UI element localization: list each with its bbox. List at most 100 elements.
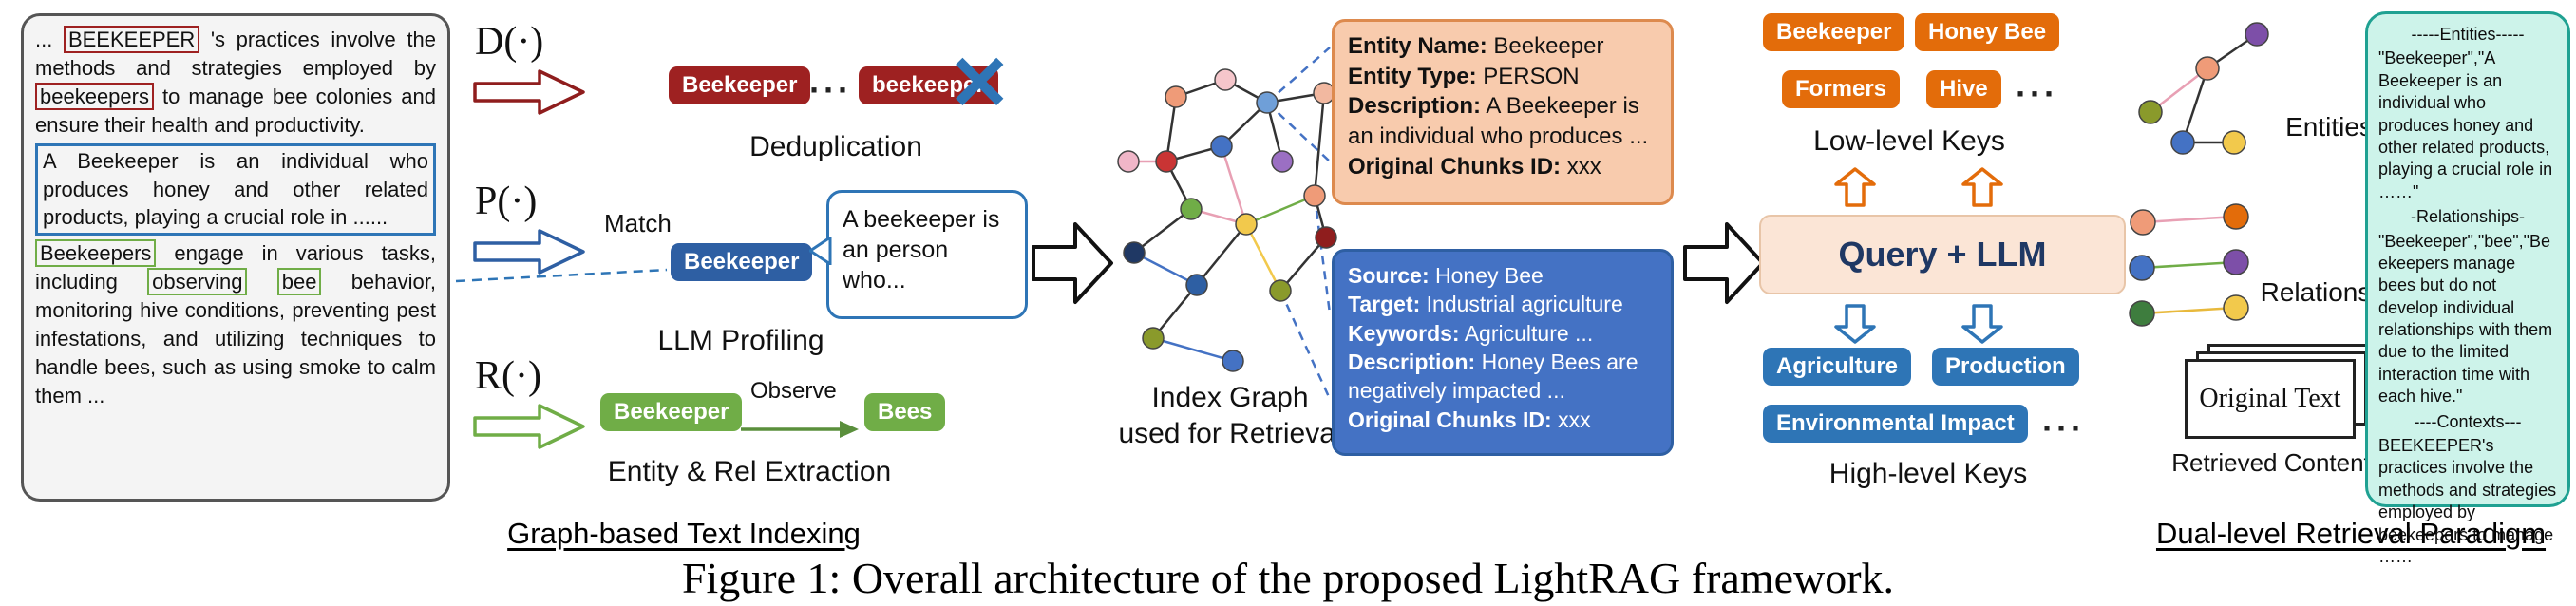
original-text-label: Original Text xyxy=(2199,384,2341,413)
entity-description-label: Description: xyxy=(1348,93,1482,120)
retrieved-content-label: Retrieved Content xyxy=(2171,448,2371,477)
low-key-up-arrow-icon-1 xyxy=(1834,167,1876,207)
index-graph xyxy=(1117,68,1337,372)
graph-node xyxy=(1214,68,1237,91)
match-label: Match xyxy=(604,209,672,237)
entity-card: Entity Name: Beekeeper Entity Type: PERS… xyxy=(1332,19,1674,205)
profile-bubble-text: A beekeeper is an person who... xyxy=(843,206,1000,294)
graph-node xyxy=(1271,150,1294,173)
graph-node xyxy=(1235,213,1258,236)
graph-node xyxy=(1303,184,1326,207)
entity-highlight-beekeeper: BEEKEEPER xyxy=(63,26,200,53)
entity-card-row: Entity Type: PERSON xyxy=(1348,62,1657,92)
relation-highlight-observing: observing xyxy=(147,268,248,296)
source-text-segment: to manage bee colonies and ensure their … xyxy=(35,84,436,137)
relation-source-value: Honey Bee xyxy=(1435,263,1544,288)
entity-node xyxy=(2245,22,2269,47)
entities-header: -----Entities----- xyxy=(2411,25,2525,44)
deduplication-label: Deduplication xyxy=(749,131,922,162)
entity-node xyxy=(2170,130,2195,155)
entity-description-value: A Beekeeper is an individual who produce… xyxy=(1348,93,1649,150)
relations-edges xyxy=(2141,215,2237,315)
flow-arrow-1-icon xyxy=(1032,222,1113,304)
entities-nodes xyxy=(2138,22,2269,155)
entity-node xyxy=(2138,100,2163,124)
graph-based-text-indexing-label: Graph-based Text Indexing xyxy=(507,517,861,550)
relation-description-label: Description: xyxy=(1348,350,1476,375)
speech-bubble-tail-icon xyxy=(809,237,832,265)
source-text-segment: 's practices involve the methods and str… xyxy=(35,28,436,80)
extraction-operator-label: R(·) xyxy=(475,354,541,398)
source-text-segment xyxy=(247,270,276,294)
source-text-box: ... BEEKEEPER 's practices involve the m… xyxy=(21,13,450,502)
relations-mini-graph xyxy=(2129,203,2249,327)
entity-chunks-label: Original Chunks ID: xyxy=(1348,153,1562,180)
llm-profiling-label: LLM Profiling xyxy=(657,325,824,356)
source-paragraph-3: Beekeepers engage in various tasks, incl… xyxy=(35,239,436,409)
high-key-badge-environmental-impact: Environmental Impact xyxy=(1763,405,2028,443)
graph-node xyxy=(1222,350,1244,372)
index-graph-label-line1: Index Graph xyxy=(1151,382,1309,413)
high-key-badge-agriculture: Agriculture xyxy=(1763,348,1912,386)
graph-node xyxy=(1117,150,1140,173)
entity-rel-extraction-label: Entity & Rel Extraction xyxy=(607,456,892,487)
entity-card-row: Description: A Beekeeper is an individua… xyxy=(1348,91,1657,151)
original-text-stack: Original Text xyxy=(2185,344,2422,450)
relation-highlight-bee: bee xyxy=(276,268,322,296)
entity-name-label: Entity Name: xyxy=(1348,33,1487,59)
relation-node xyxy=(2223,249,2249,275)
entity-chunks-value: xxx xyxy=(1566,153,1601,180)
relation-keywords-value: Agriculture ... xyxy=(1464,320,1594,346)
high-key-down-arrow-icon-2 xyxy=(1961,304,2003,344)
contexts-output-text: BEEKEEPER's practices involve the method… xyxy=(2378,436,2557,566)
dedup-arrow-icon xyxy=(473,69,585,115)
profiled-entity-badge: Beekeeper xyxy=(671,243,813,281)
low-key-up-arrow-icon-2 xyxy=(1961,167,2003,207)
low-key-badge-formers: Formers xyxy=(1782,70,1901,108)
entities-label: Entities xyxy=(2285,112,2373,142)
profile-speech-bubble: A beekeeper is an person who... xyxy=(809,190,1028,319)
entity-highlight-beekeepers: beekeepers xyxy=(35,82,154,110)
graph-node xyxy=(1210,135,1233,158)
low-key-badge-hive: Hive xyxy=(1926,70,2001,108)
relation-node xyxy=(2223,294,2249,321)
index-graph-label-line2: used for Retrieval xyxy=(1118,418,1342,449)
extraction-arrow-icon xyxy=(473,404,585,449)
profiling-arrow-icon xyxy=(473,229,585,275)
relation-chunks-value: xxx xyxy=(1558,407,1591,432)
extracted-entity-badge-1: Beekeeper xyxy=(600,393,743,431)
dedup-duplicate-wrap: beekeeper ✕ xyxy=(859,46,1012,122)
relation-keywords-label: Keywords: xyxy=(1348,320,1460,346)
high-key-badge-production: Production xyxy=(1932,348,2079,386)
low-level-keys-label: Low-level Keys xyxy=(1813,125,2005,157)
relation-highlight-beekeepers: Beekeepers xyxy=(35,239,157,268)
relation-card-row: Keywords: Agriculture ... xyxy=(1348,319,1657,348)
ellipsis-text: ... xyxy=(35,28,64,51)
dedup-ellipsis: ··· xyxy=(809,70,852,109)
query-llm-text: Query + LLM xyxy=(1838,235,2047,274)
entity-node xyxy=(2222,130,2246,155)
relation-card-row: Description: Honey Bees are negatively i… xyxy=(1348,348,1657,406)
graph-edges xyxy=(1128,78,1328,363)
relationships-output-text: "Beekeeper","bee","Beekeepers manage bee… xyxy=(2378,231,2553,407)
source-text-segment: A Beekeeper is an individual who produce… xyxy=(43,148,428,230)
high-level-keys-label: High-level Keys xyxy=(1828,458,2028,489)
page-sheet-front: Original Text xyxy=(2185,359,2356,439)
entity-card-row: Original Chunks ID: xxx xyxy=(1348,152,1657,182)
match-dashed-line xyxy=(455,268,668,283)
graph-node xyxy=(1123,241,1146,264)
relation-node xyxy=(2130,209,2156,236)
entities-mini-graph xyxy=(2138,22,2269,155)
graph-node xyxy=(1155,150,1178,173)
graph-node xyxy=(1165,85,1187,108)
relation-card-row: Source: Honey Bee xyxy=(1348,261,1657,290)
graph-node xyxy=(1256,91,1279,114)
low-key-badge-beekeeper: Beekeeper xyxy=(1763,13,1905,51)
entity-node xyxy=(2195,56,2220,81)
relation-node xyxy=(2223,203,2249,230)
dedup-operator-label: D(·) xyxy=(475,20,544,64)
relation-node xyxy=(2129,255,2155,281)
graph-node xyxy=(1185,274,1208,296)
